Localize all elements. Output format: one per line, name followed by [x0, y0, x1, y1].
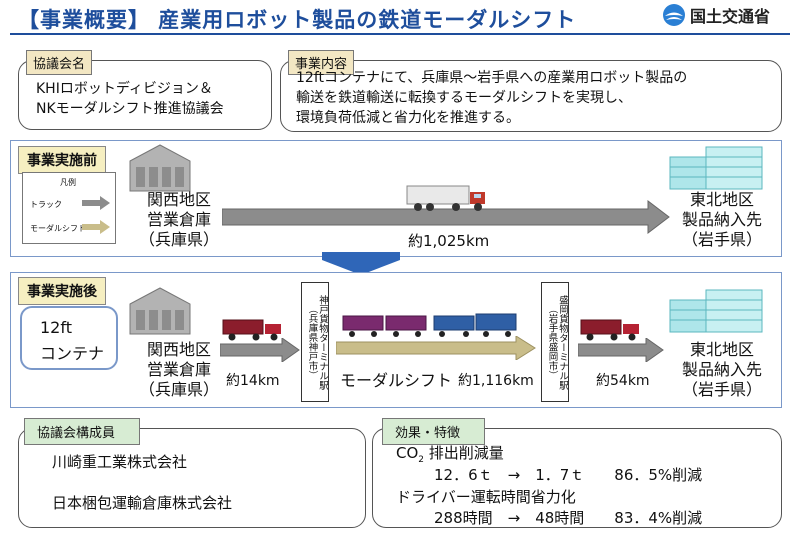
before-label: 事業実施前 — [18, 146, 106, 174]
after-dest-label: 東北地区 製品納入先 （岩手県） — [672, 340, 772, 400]
mlit-logo: 国土交通省 — [662, 3, 770, 27]
co2-label-sub: 2 — [418, 455, 425, 465]
after-dest-line1: 東北地区 — [689, 340, 754, 359]
council-name-line1: KHIロボットディビジョン＆ — [36, 81, 213, 97]
after-origin-label: 関西地区 営業倉庫 （兵庫県） — [134, 340, 224, 400]
truck2-distance: 約54km — [596, 373, 650, 389]
legend-title: 凡例 — [60, 178, 76, 187]
after-origin-line2: 営業倉庫 — [146, 360, 211, 379]
co2-label-rest: 排出削減量 — [424, 444, 504, 462]
legend-modal-label: モーダルシフト — [30, 224, 86, 233]
rail-distance: 約1,116km — [458, 373, 534, 389]
before-distance: 約1,025km — [408, 232, 490, 250]
members-tag: 協議会構成員 — [24, 418, 141, 445]
modal-shift-label: モーダルシフト — [340, 371, 453, 390]
after-origin-line3: （兵庫県） — [138, 380, 219, 399]
before-origin-line2: 営業倉庫 — [146, 210, 211, 229]
title-divider — [10, 33, 790, 35]
truck-icon — [406, 185, 485, 211]
container-line2: コンテナ — [40, 344, 105, 363]
driver-label: ドライバー運転時間省力化 — [396, 488, 576, 506]
legend-modal-arrow-icon — [82, 220, 110, 234]
before-dest-line1: 東北地区 — [689, 190, 754, 209]
business-line2: 輸送を鉄道輸送に転換するモーダルシフトを実現し、 — [296, 90, 632, 106]
truck-route-arrow-icon — [220, 338, 300, 362]
after-dest-line2: 製品納入先 — [681, 360, 762, 379]
station-kobe: 神戸貨物ターミナル駅（兵庫県神戸市） — [301, 282, 329, 402]
warehouse-icon — [129, 144, 191, 192]
freight-train-icon — [342, 313, 517, 337]
warehouse-icon — [129, 287, 191, 335]
member-1: 川崎重工業株式会社 — [52, 453, 188, 471]
after-label: 事業実施後 — [18, 277, 106, 305]
business-tag: 事業内容 — [288, 50, 355, 75]
before-origin-line1: 関西地区 — [146, 190, 211, 209]
after-origin-line1: 関西地区 — [146, 340, 211, 359]
member-2: 日本梱包運輸倉庫株式会社 — [52, 494, 233, 512]
mlit-emblem-icon — [663, 4, 685, 26]
modal-shift-arrow-icon — [336, 336, 536, 360]
before-dest-line3: （岩手県） — [681, 230, 762, 249]
container-line1: 12ft — [40, 318, 72, 337]
factory-building-icon — [669, 146, 763, 190]
truck-route-arrow-icon — [222, 200, 670, 234]
effects-tag: 効果・特徴 — [382, 418, 486, 445]
business-line3: 環境負荷低減と省力化を推進する。 — [296, 110, 520, 126]
co2-values: 12．6ｔ → 1．7ｔ 86．5%削減 — [434, 466, 703, 484]
council-name-line2: NKモーダルシフト推進協議会 — [36, 101, 224, 117]
transition-down-arrow-icon — [322, 252, 400, 275]
page-title: 【事業概要】 産業用ロボット製品の鉄道モーダルシフト — [18, 8, 577, 32]
business-line1: 12ftコンテナにて、兵庫県～岩手県への産業用ロボット製品の — [296, 70, 688, 86]
before-origin-label: 関西地区 営業倉庫 （兵庫県） — [134, 190, 224, 250]
container-truck-icon — [222, 319, 281, 341]
truck1-distance: 約14km — [226, 373, 280, 389]
co2-label-main: CO — [396, 444, 419, 462]
co2-label: CO2 排出削減量 — [396, 442, 504, 465]
before-dest-line2: 製品納入先 — [681, 210, 762, 229]
container-box — [20, 306, 118, 370]
container-truck-icon — [580, 319, 639, 341]
before-dest-label: 東北地区 製品納入先 （岩手県） — [672, 190, 772, 250]
station-morioka: 盛岡貨物ターミナル駅（岩手県盛岡市） — [541, 282, 569, 402]
after-dest-line3: （岩手県） — [681, 380, 762, 399]
before-origin-line3: （兵庫県） — [138, 230, 219, 249]
logo-text: 国土交通省 — [690, 7, 771, 26]
driver-values: 288時間 → 48時間 83．4%削減 — [434, 509, 703, 527]
business-box — [280, 60, 782, 132]
factory-building-icon — [669, 289, 763, 333]
before-panel — [10, 140, 782, 257]
after-panel — [10, 272, 782, 408]
legend-truck-label: トラック — [30, 200, 62, 209]
council-tag: 協議会名 — [26, 50, 93, 75]
legend-truck-arrow-icon — [82, 196, 110, 210]
truck-route-arrow-icon — [578, 338, 664, 362]
